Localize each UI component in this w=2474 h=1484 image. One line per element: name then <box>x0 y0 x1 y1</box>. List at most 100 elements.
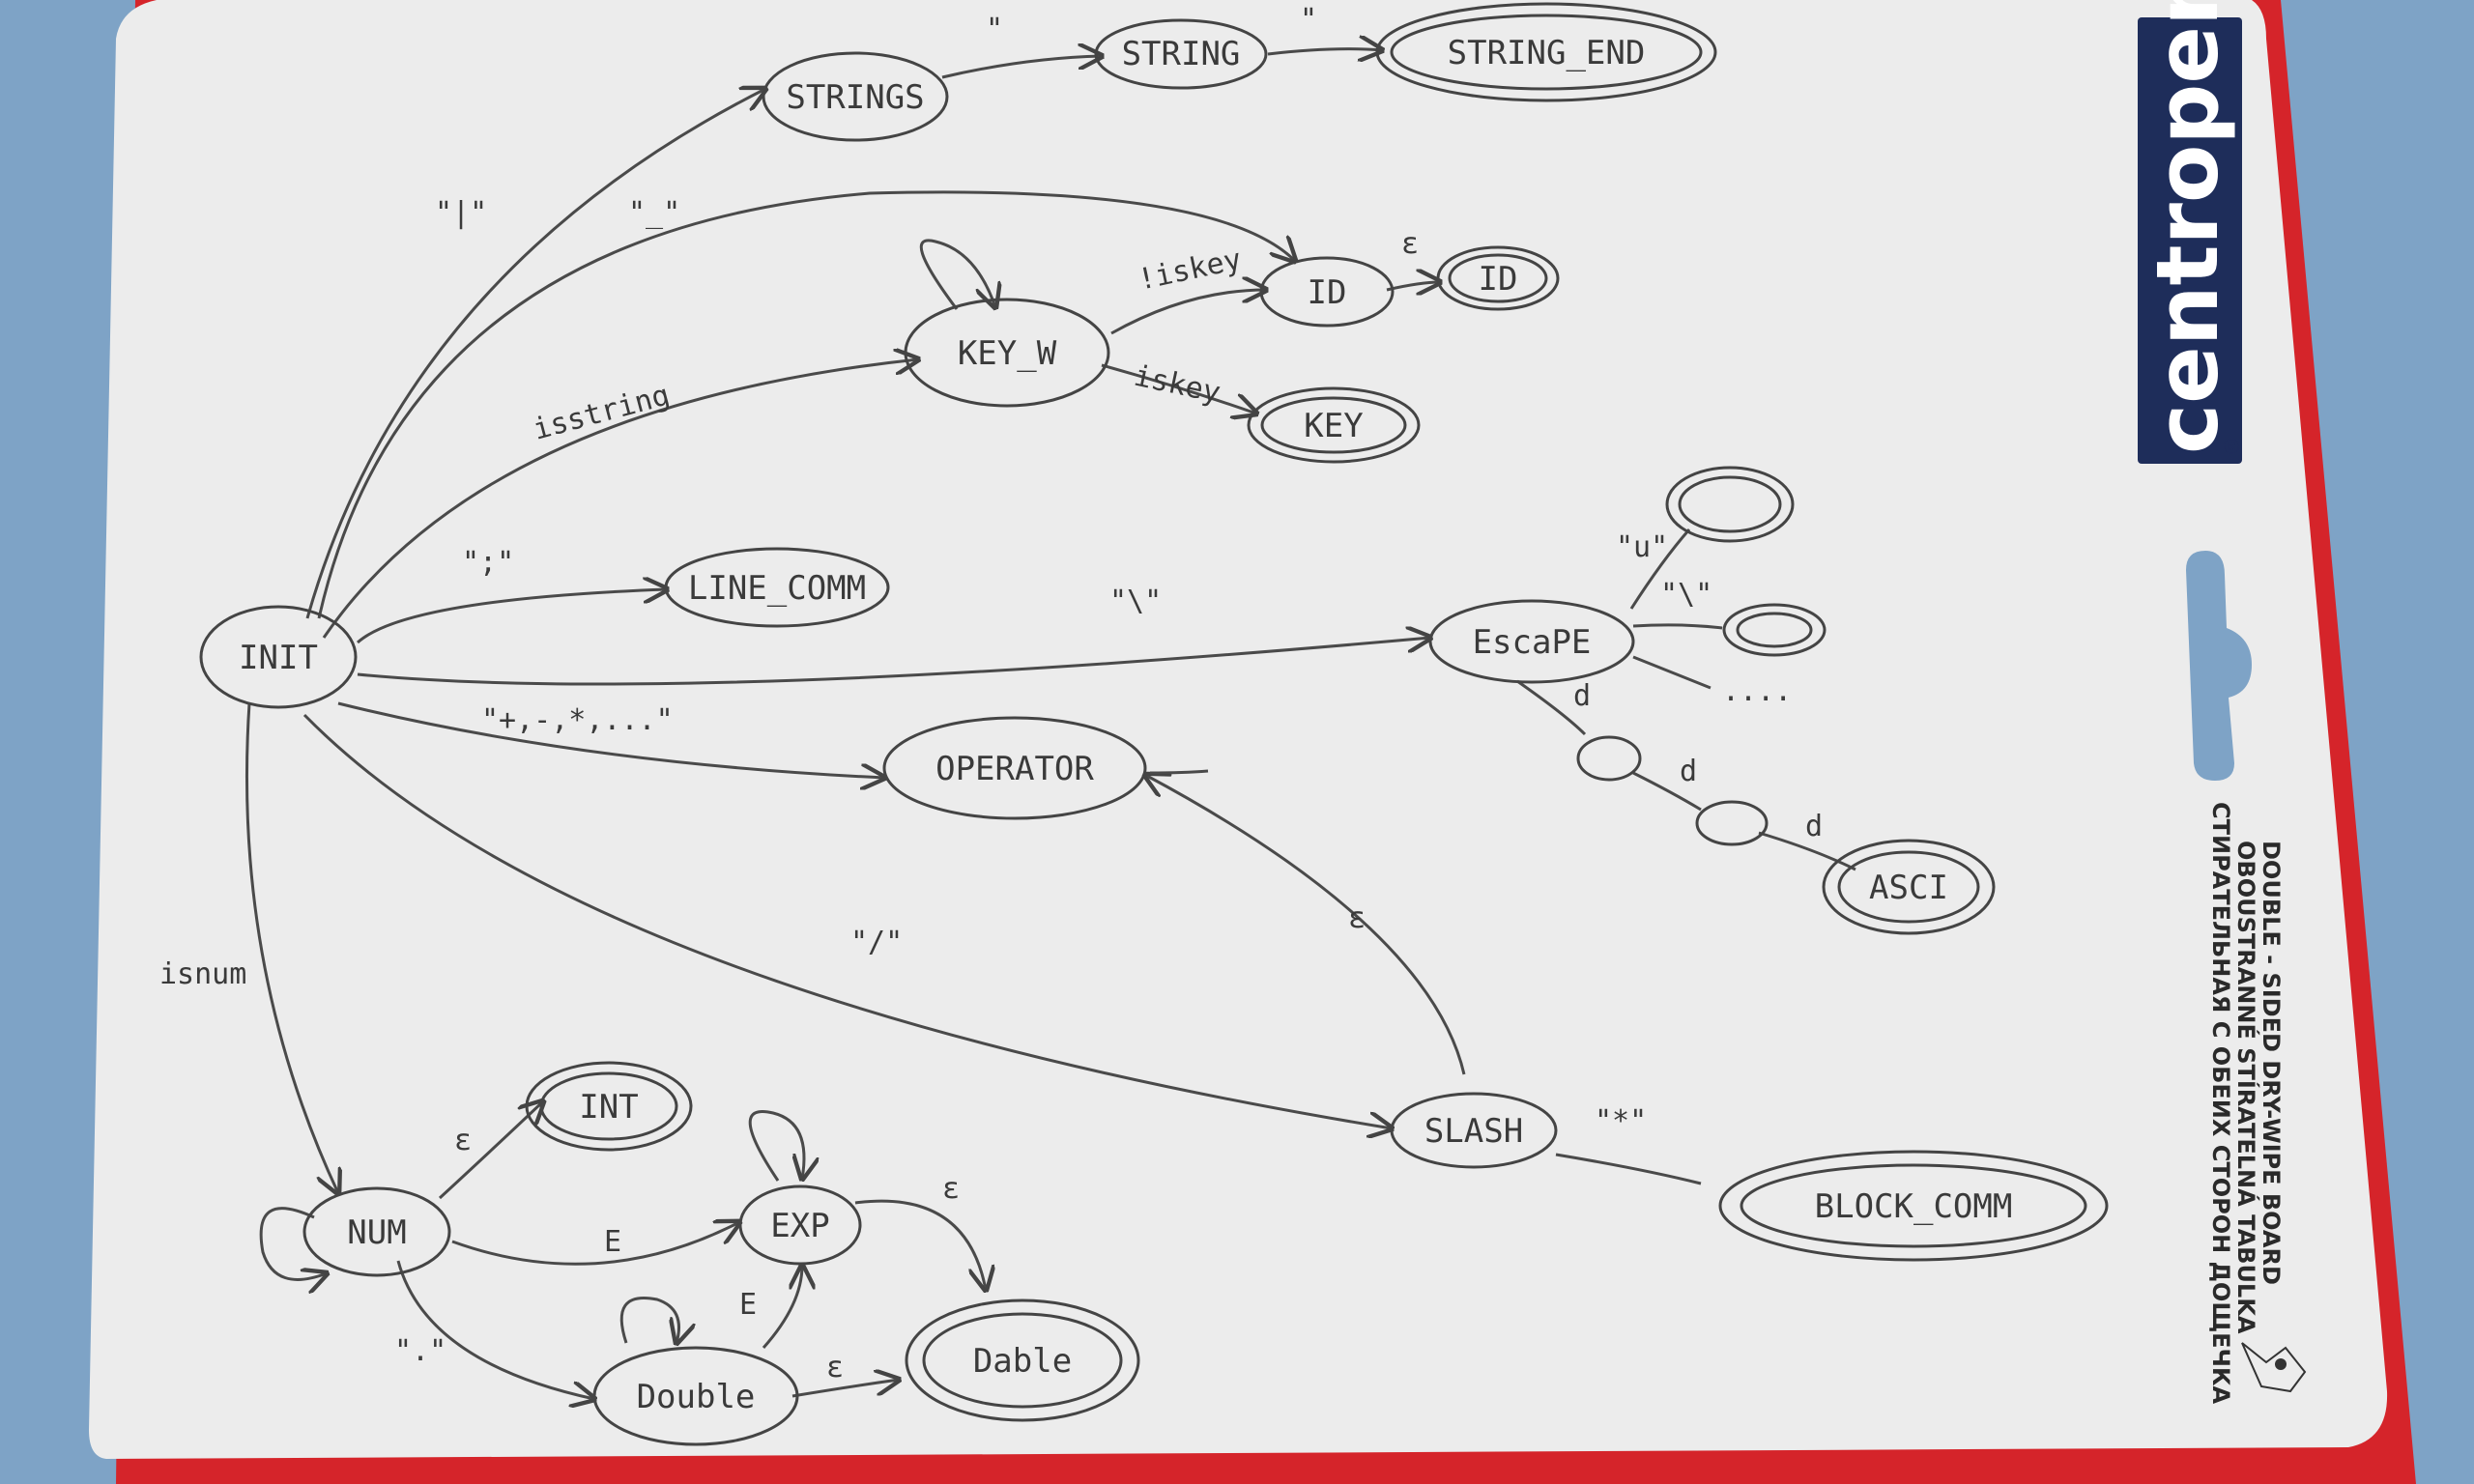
edge-label-d2-asci: d <box>1805 810 1823 843</box>
edge-strings-string <box>941 56 1102 79</box>
edge-label-num-double: "." <box>394 1334 446 1368</box>
edge-label-init-num: isnum <box>159 957 246 991</box>
state-label-line-comm: LINE_COMM <box>688 569 866 608</box>
state-labels: INIT STRINGS STRING STRING_END KEY_W ID … <box>239 34 2012 1416</box>
state-label-double: Double <box>637 1378 756 1416</box>
product-line-3: СТИРАТЕЛЬНАЯ С ОБЕИХ СТОРОН ДОЩЕЧКА <box>2207 802 2234 1405</box>
state-label-string: STRING <box>1122 35 1241 73</box>
edge-d1-d2 <box>1632 771 1702 812</box>
edge-escape-d1 <box>1516 679 1587 736</box>
edge-label-init-slash: "/" <box>850 926 903 959</box>
state-label-asci: ASCI <box>1869 869 1948 907</box>
state-block-comm <box>1718 1150 2109 1262</box>
edge-slash-operator <box>1145 775 1466 1075</box>
edge-label-escape-more: .... <box>1722 674 1792 708</box>
edge-label-string-string-end: " <box>1300 3 1317 37</box>
edge-slash-block-comm <box>1555 1153 1702 1185</box>
edge-init-id <box>317 190 1295 619</box>
state-label-int: INT <box>579 1088 638 1127</box>
state-block-comm-inner <box>1740 1163 2087 1248</box>
product-line-2: OBOUSTRANNÉ STÍRATELNÁ TABULKA <box>2232 841 2260 1334</box>
state-exp <box>738 1184 862 1266</box>
edge-d2-asci <box>1758 831 1856 871</box>
state-operator <box>882 716 1147 820</box>
edge-label-init-escape: "\" <box>1109 585 1162 618</box>
edge-label-init-strings: "|" <box>435 196 487 230</box>
state-asci-inner <box>1837 850 1980 924</box>
states <box>199 2 2109 1446</box>
edge-label-escape-a: "u" <box>1616 530 1668 564</box>
registered-mark: ® <box>2221 436 2242 460</box>
edge-exp-loop <box>748 1110 804 1181</box>
state-int-inner <box>539 1071 678 1141</box>
state-double <box>592 1346 799 1446</box>
state-slash <box>1390 1092 1558 1169</box>
state-label-key: KEY <box>1304 407 1363 445</box>
state-empty-c <box>1576 735 1642 782</box>
state-label-id-final: ID <box>1479 260 1518 299</box>
state-label-id: ID <box>1308 273 1347 312</box>
product-line-1: DOUBLE - SIDED DRY-WIPE BOARD <box>2258 841 2285 1285</box>
state-label-string-end: STRING_END <box>1448 34 1646 72</box>
edge-key-w-key <box>1101 363 1256 414</box>
state-string-end-inner <box>1390 14 1703 91</box>
edge-label-double-double-final: ε <box>826 1351 844 1384</box>
board-surface <box>89 0 2388 1459</box>
state-label-slash: SLASH <box>1424 1112 1523 1151</box>
state-empty-a <box>1665 466 1795 543</box>
state-asci <box>1822 839 1996 935</box>
edge-label-exp-double-final: ε <box>942 1172 960 1206</box>
edge-label-init-line-comm: ";" <box>462 546 514 580</box>
state-key-inner <box>1260 396 1407 454</box>
edge-init-line-comm <box>356 589 667 644</box>
state-string-end <box>1375 2 1717 102</box>
state-empty-b <box>1722 603 1827 657</box>
edge-init-escape <box>357 638 1430 686</box>
edge-init-strings <box>305 89 765 619</box>
state-string <box>1094 18 1268 90</box>
state-label-exp: EXP <box>770 1207 829 1245</box>
edge-init-slash <box>302 713 1392 1128</box>
edge-num-double <box>396 1260 594 1399</box>
state-num <box>302 1186 451 1277</box>
brand-name: centropen <box>2138 0 2237 454</box>
edge-string-string-end <box>1267 49 1382 54</box>
edge-num-int <box>438 1101 543 1200</box>
edge-key-w-id <box>1110 290 1266 335</box>
state-empty-a-inner <box>1678 475 1782 533</box>
state-id-final <box>1436 245 1560 311</box>
edge-label-d1-d2: d <box>1680 755 1697 788</box>
edge-exp-double-final <box>854 1199 986 1290</box>
edge-escape-more <box>1632 655 1712 690</box>
state-double-final <box>905 1298 1140 1422</box>
state-key <box>1247 386 1421 464</box>
edge-escape-a <box>1629 528 1691 610</box>
edge-label-double-exp: E <box>739 1288 757 1322</box>
state-int <box>525 1061 693 1152</box>
edge-label-escape-b: "\" <box>1660 578 1712 612</box>
edge-label-num-int: ε <box>454 1124 472 1157</box>
brand-logo: centropen ® <box>2138 0 2242 464</box>
state-line-comm <box>664 547 890 628</box>
edge-num-exp <box>451 1222 739 1266</box>
state-label-num: NUM <box>347 1213 406 1252</box>
state-double-final-inner <box>922 1312 1123 1409</box>
state-label-operator: OPERATOR <box>935 750 1094 788</box>
state-label-key-w: KEY_W <box>958 334 1057 373</box>
state-escape <box>1428 599 1635 684</box>
edge-label-num-exp: E <box>604 1225 621 1259</box>
edge-init-key-w <box>322 359 918 639</box>
state-label-block-comm: BLOCK_COMM <box>1815 1187 2013 1226</box>
state-empty-b-inner <box>1736 612 1813 648</box>
state-key-w <box>904 298 1110 408</box>
edge-label-id-id-final: ε <box>1401 227 1419 261</box>
edge-label-init-operator: "+,-,*,..." <box>481 703 674 737</box>
state-id <box>1259 256 1395 328</box>
edge-label-escape-d1: d <box>1573 679 1591 713</box>
edge-operator-tail <box>1149 769 1209 775</box>
state-label-init: INIT <box>239 639 318 677</box>
state-strings <box>762 51 949 142</box>
edge-escape-b <box>1632 623 1723 630</box>
edge-double-loop <box>619 1297 678 1343</box>
